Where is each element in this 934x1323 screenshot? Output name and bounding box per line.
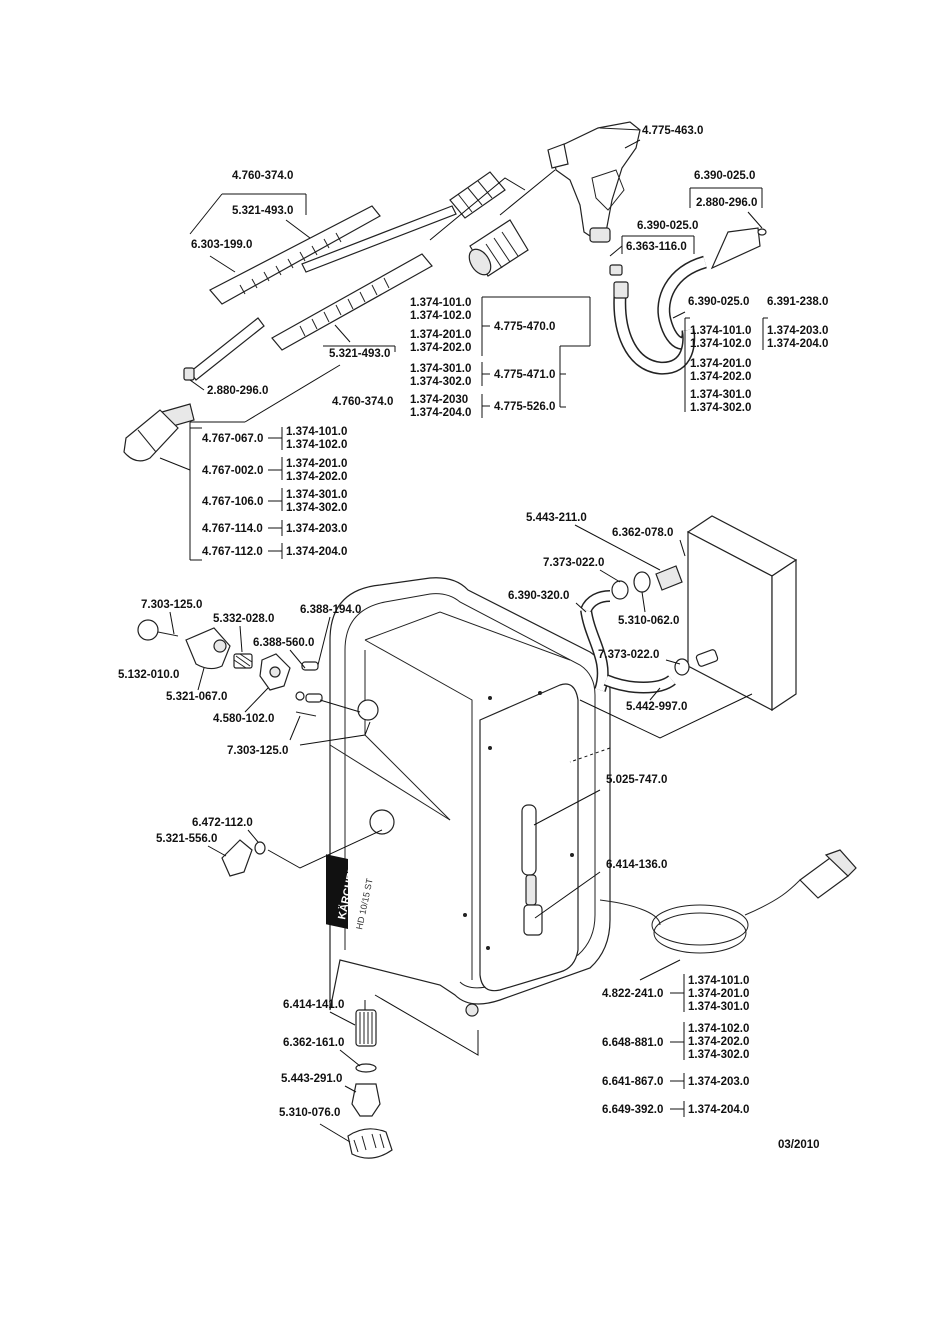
cable-a-variant: 1.374-101.0	[688, 975, 749, 987]
water-tank	[686, 515, 798, 712]
label-5132010: 5.132-010.0	[118, 669, 179, 681]
high-pressure-hose	[609, 227, 767, 375]
label-tip-c: 4.767-106.0	[202, 496, 263, 508]
hose-variant: 1.374-301.0	[690, 389, 751, 401]
cable-a-variant: 1.374-201.0	[688, 988, 749, 1000]
nozzle-b-variant: 1.374-302.0	[410, 376, 471, 388]
label-5443291: 5.443-291.0	[281, 1073, 342, 1085]
cable-b-variant: 1.374-202.0	[688, 1036, 749, 1048]
label-tip-a: 4.767-067.0	[202, 433, 263, 445]
label-5310062: 5.310-062.0	[618, 615, 679, 627]
label-6414136: 6.414-136.0	[606, 859, 667, 871]
hose-variant: 1.374-202.0	[690, 371, 751, 383]
hose-fittings	[580, 565, 719, 694]
label-lance: 4.760-374.0	[232, 170, 293, 182]
cable-b-variant: 1.374-102.0	[688, 1023, 749, 1035]
label-lance-seal: 2.880-296.0	[207, 385, 268, 397]
label-tip-d: 4.767-114.0	[202, 523, 263, 535]
spray-gun	[547, 121, 641, 243]
label-7303125a: 7.303-125.0	[141, 599, 202, 611]
label-5310076: 5.310-076.0	[279, 1107, 340, 1119]
rotary-nozzle	[468, 219, 529, 277]
label-gun-oring-a: 6.390-025.0	[694, 170, 755, 182]
nozzle-a-variant: 1.374-102.0	[410, 310, 471, 322]
label-gun-nipple: 6.363-116.0	[626, 241, 687, 253]
tip-c-variant: 1.374-301.0	[286, 489, 347, 501]
label-6362161: 6.362-161.0	[283, 1037, 344, 1049]
spray-lance	[183, 171, 506, 381]
power-cable	[599, 849, 857, 954]
selector-knob	[221, 839, 266, 877]
hose-extra-variant: 1.374-203.0	[767, 325, 828, 337]
tip-a-variant: 1.374-101.0	[286, 426, 347, 438]
label-tip-e: 4.767-112.0	[202, 546, 263, 558]
tip-b-variant: 1.374-202.0	[286, 471, 347, 483]
label-nozzle-b: 4.775-471.0	[494, 369, 555, 381]
control-knob-parts	[137, 619, 323, 717]
label-5025747: 5.025-747.0	[606, 774, 667, 786]
label-cable-d: 6.649-392.0	[602, 1104, 663, 1116]
label-6388560: 6.388-560.0	[253, 637, 314, 649]
label-6390320: 6.390-320.0	[508, 590, 569, 602]
nozzle-c-variant: 1.374-2030	[410, 394, 468, 406]
label-hose-oring: 6.390-025.0	[688, 296, 749, 308]
main-unit: KÄRCHER HD 10/15 ST	[326, 577, 611, 1017]
label-7303125b: 7.303-125.0	[227, 745, 288, 757]
hose-variant: 1.374-102.0	[690, 338, 751, 350]
label-7373022a: 7.373-022.0	[543, 557, 604, 569]
label-6388194: 6.388-194.0	[300, 604, 361, 616]
label-cable-c: 6.641-867.0	[602, 1076, 663, 1088]
tip-a-variant: 1.374-102.0	[286, 439, 347, 451]
label-7373022b: 7.373-022.0	[598, 649, 659, 661]
revision-date: 03/2010	[778, 1139, 820, 1151]
label-4580102: 4.580-102.0	[213, 713, 274, 725]
nozzle-a-variant: 1.374-202.0	[410, 342, 471, 354]
label-6414141: 6.414-141.0	[283, 999, 344, 1011]
cable-b-variant: 1.374-302.0	[688, 1049, 749, 1061]
label-gun: 4.775-463.0	[642, 125, 703, 137]
power-nozzle-tip	[123, 403, 195, 462]
water-inlet-filter	[347, 1009, 393, 1159]
label-lance-cover-b: 5.321-493.0	[329, 348, 390, 360]
label-lance-tube: 6.303-199.0	[191, 239, 252, 251]
nozzle-c-variant: 1.374-204.0	[410, 407, 471, 419]
label-cable-b: 6.648-881.0	[602, 1037, 663, 1049]
lance-holder	[521, 804, 543, 936]
hose-variant: 1.374-302.0	[690, 402, 751, 414]
nozzle-a-variant: 1.374-201.0	[410, 329, 471, 341]
cable-a-variant: 1.374-301.0	[688, 1001, 749, 1013]
tip-e-variant: 1.374-204.0	[286, 546, 347, 558]
label-lance-cover-a: 5.321-493.0	[232, 205, 293, 217]
label-hose-part: 6.391-238.0	[767, 296, 828, 308]
label-nozzle-a: 4.775-470.0	[494, 321, 555, 333]
tip-d-variant: 1.374-203.0	[286, 523, 347, 535]
label-5332028: 5.332-028.0	[213, 613, 274, 625]
label-5442997: 5.442-997.0	[626, 701, 687, 713]
nozzle-b-variant: 1.374-301.0	[410, 363, 471, 375]
tip-c-variant: 1.374-302.0	[286, 502, 347, 514]
tip-b-variant: 1.374-201.0	[286, 458, 347, 470]
label-nozzle-c: 4.775-526.0	[494, 401, 555, 413]
label-6472112: 6.472-112.0	[192, 817, 253, 829]
hose-variant: 1.374-101.0	[690, 325, 751, 337]
hose-variant: 1.374-201.0	[690, 358, 751, 370]
label-gun-oring-b: 6.390-025.0	[637, 220, 698, 232]
label-6362078: 6.362-078.0	[612, 527, 673, 539]
label-lance-b: 4.760-374.0	[332, 396, 393, 408]
label-gun-seal: 2.880-296.0	[696, 197, 757, 209]
cable-c-variant: 1.374-203.0	[688, 1076, 749, 1088]
label-cable-a: 4.822-241.0	[602, 988, 663, 1000]
label-5443211: 5.443-211.0	[526, 512, 587, 524]
hose-extra-variant: 1.374-204.0	[767, 338, 828, 350]
label-tip-b: 4.767-002.0	[202, 465, 263, 477]
nozzle-a-variant: 1.374-101.0	[410, 297, 471, 309]
label-5321067: 5.321-067.0	[166, 691, 227, 703]
cable-d-variant: 1.374-204.0	[688, 1104, 749, 1116]
label-5321556: 5.321-556.0	[156, 833, 217, 845]
